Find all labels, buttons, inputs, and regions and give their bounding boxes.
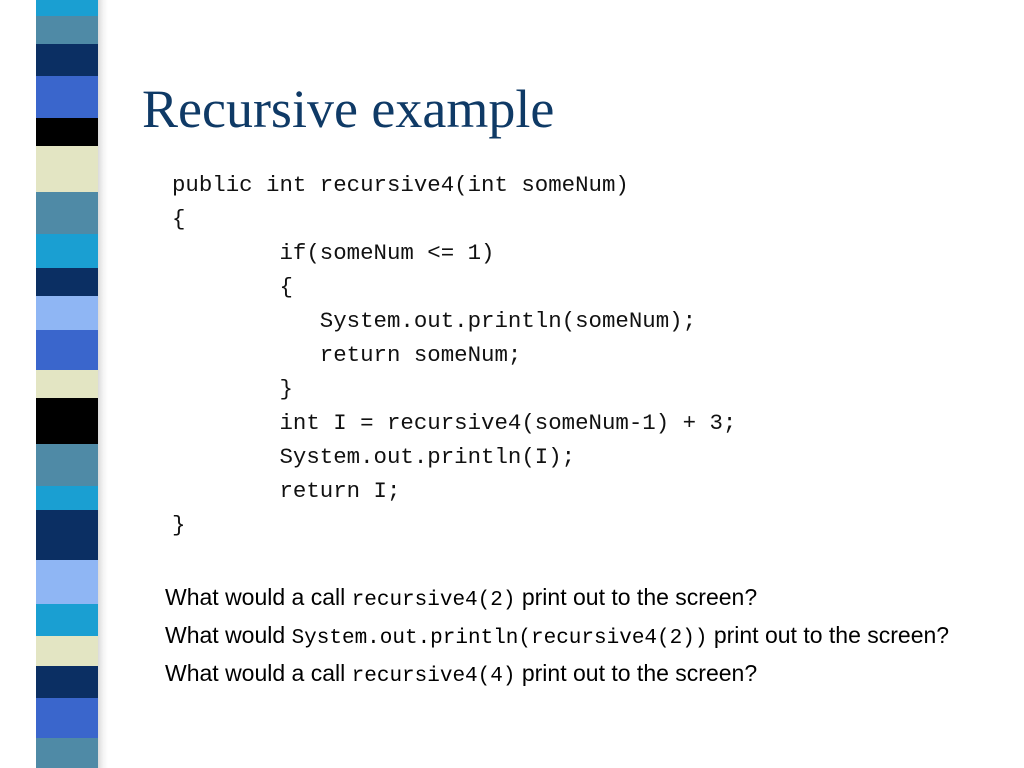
code-line: }: [172, 512, 186, 538]
bar-segment: [36, 370, 98, 398]
question-code: recursive4(2): [351, 589, 516, 612]
code-line: {: [172, 206, 186, 232]
bar-segment: [36, 444, 98, 486]
code-line: System.out.println(I);: [172, 444, 576, 470]
decorative-color-bar: [36, 0, 98, 768]
slide-title: Recursive example: [142, 79, 555, 139]
question-2: What would System.out.println(recursive4…: [165, 618, 965, 656]
question-text: print out to the screen?: [515, 584, 758, 610]
question-1: What would a call recursive4(2) print ou…: [165, 580, 965, 618]
bar-segment: [36, 146, 98, 192]
bar-segment: [36, 268, 98, 296]
bar-segment: [36, 330, 98, 370]
bar-segment: [36, 234, 98, 268]
bar-segment: [36, 560, 98, 604]
code-line: {: [172, 274, 293, 300]
question-text: print out to the screen?: [707, 622, 950, 648]
code-line: return someNum;: [172, 342, 522, 368]
code-block: public int recursive4(int someNum) { if(…: [172, 168, 736, 542]
bar-segment: [36, 666, 98, 698]
bar-segment: [36, 76, 98, 118]
bar-segment: [36, 0, 98, 16]
code-line: }: [172, 376, 293, 402]
question-text: What would a call: [165, 660, 352, 686]
question-3: What would a call recursive4(4) print ou…: [165, 656, 965, 694]
question-code: System.out.println(recursive4(2)): [291, 627, 708, 650]
code-line: public int recursive4(int someNum): [172, 172, 629, 198]
bar-segment: [36, 738, 98, 768]
bar-segment: [36, 604, 98, 636]
code-line: System.out.println(someNum);: [172, 308, 697, 334]
bar-segment: [36, 192, 98, 234]
bar-segment: [36, 398, 98, 444]
bar-segment: [36, 698, 98, 738]
question-text: print out to the screen?: [515, 660, 758, 686]
code-line: int I = recursive4(someNum-1) + 3;: [172, 410, 737, 436]
code-line: return I;: [172, 478, 401, 504]
bar-segment: [36, 636, 98, 666]
code-line: if(someNum <= 1): [172, 240, 495, 266]
bar-segment: [36, 486, 98, 510]
bar-segment: [36, 44, 98, 76]
bar-segment: [36, 16, 98, 44]
question-text: What would a call: [165, 584, 352, 610]
question-text: What would: [165, 622, 292, 648]
question-list: What would a call recursive4(2) print ou…: [165, 580, 965, 694]
question-code: recursive4(4): [351, 665, 516, 688]
bar-segment: [36, 118, 98, 146]
bar-segment: [36, 510, 98, 560]
bar-segment: [36, 296, 98, 330]
